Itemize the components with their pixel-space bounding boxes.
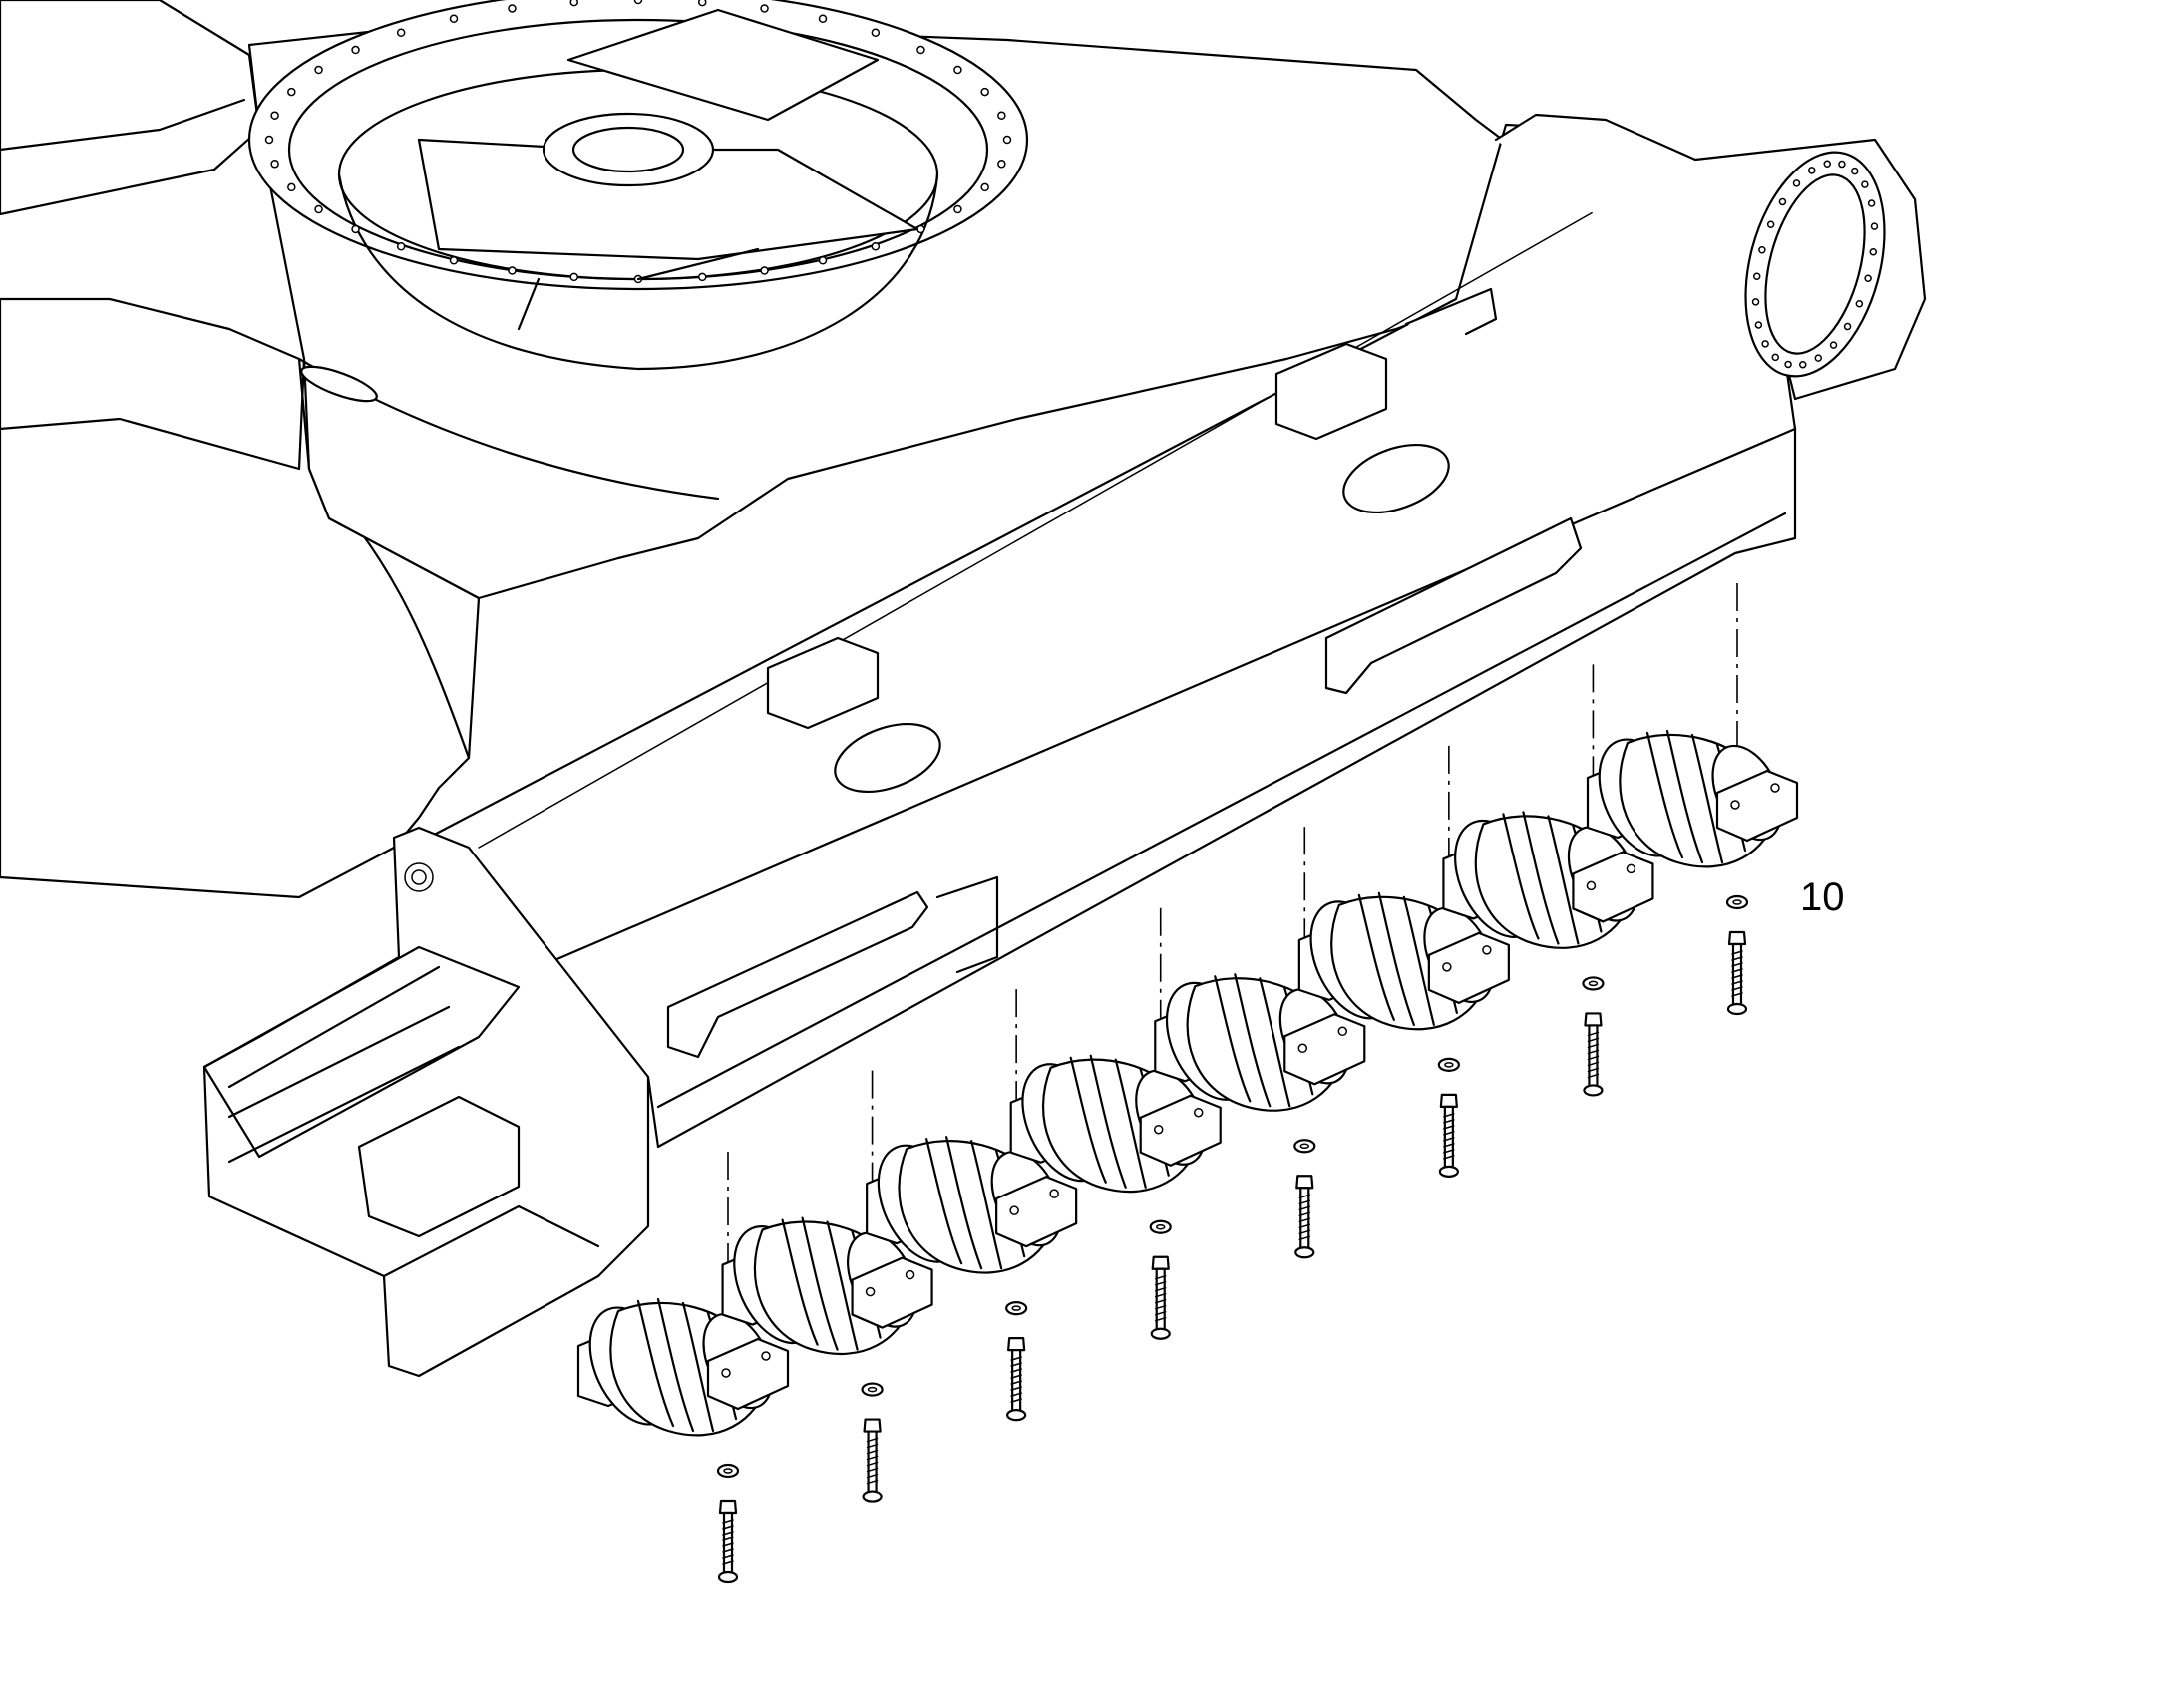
upper-frame xyxy=(0,0,1558,899)
bolt xyxy=(1294,1175,1315,1259)
bolt-hole xyxy=(287,87,296,97)
bolt-hole xyxy=(396,28,406,38)
bolt-hole xyxy=(1864,274,1872,282)
bolt-hole xyxy=(1870,222,1879,230)
bolt-hole xyxy=(1807,167,1816,174)
bolt-hole xyxy=(449,14,459,24)
bolt xyxy=(717,1499,739,1584)
bolt-hole xyxy=(508,4,517,13)
callout-label-10: 10 xyxy=(1800,875,1845,919)
bolt-hole xyxy=(287,182,296,192)
bolt-hole xyxy=(1867,199,1876,207)
bolt-hole xyxy=(351,224,360,234)
bolt-hole xyxy=(1752,272,1761,280)
bolt-hole xyxy=(1784,360,1792,369)
bolt xyxy=(862,1418,883,1503)
bolt-hole xyxy=(997,111,1006,120)
bolt-hole xyxy=(760,266,769,275)
track-roller xyxy=(1442,664,1654,1097)
bolt-hole xyxy=(396,241,406,251)
bolt-hole xyxy=(1766,220,1775,228)
bolt-hole xyxy=(1869,248,1878,256)
bolt-hole xyxy=(569,272,579,282)
bolt xyxy=(1583,1012,1604,1097)
bolt-hole xyxy=(633,0,643,5)
bolt-hole xyxy=(980,87,989,97)
bolt-hole xyxy=(508,266,517,275)
bolt-hole xyxy=(569,0,578,7)
track-roller xyxy=(1009,907,1222,1340)
bolt-hole xyxy=(270,111,279,120)
bolt-hole xyxy=(1754,321,1763,329)
bolt-hole xyxy=(698,0,707,7)
track-frame xyxy=(202,113,1927,1378)
bolt-hole xyxy=(1855,300,1864,308)
bolt-hole xyxy=(1861,180,1869,188)
bolt-hole xyxy=(1838,160,1846,169)
bolt-hole xyxy=(314,204,323,214)
bolt-hole xyxy=(1823,160,1831,169)
bolt-hole xyxy=(980,182,989,192)
bolt-hole xyxy=(1761,340,1769,348)
bolt-hole xyxy=(264,135,274,145)
bolt-hole xyxy=(314,65,323,75)
drive-bolt-holes xyxy=(1751,160,1879,369)
bolt xyxy=(1438,1093,1459,1178)
bolt-hole xyxy=(270,160,279,169)
bolt-hole xyxy=(1829,341,1838,349)
bolt-hole xyxy=(1751,298,1760,306)
track-roller xyxy=(1154,827,1366,1259)
bolt-hole xyxy=(1799,360,1807,369)
track-roller xyxy=(866,989,1078,1422)
bolt xyxy=(1726,930,1748,1016)
bolt-hole xyxy=(953,65,962,75)
bolt-hole xyxy=(1792,179,1801,187)
ring-bolt-holes xyxy=(264,0,1012,284)
bolt-hole xyxy=(760,4,769,13)
bolt-hole xyxy=(818,255,828,265)
bolt-hole xyxy=(1002,135,1012,145)
bolt-hole xyxy=(871,241,881,251)
track-roller xyxy=(1586,583,1799,1016)
bolt-hole xyxy=(1851,167,1859,175)
bolt xyxy=(1006,1337,1027,1422)
track-rollers xyxy=(576,583,1799,1584)
bolt-hole xyxy=(1843,322,1852,331)
bolt xyxy=(1150,1255,1171,1340)
bolt-hole xyxy=(997,160,1006,169)
track-roller xyxy=(721,1070,933,1503)
track-roller xyxy=(576,1152,790,1584)
bolt-hole xyxy=(1771,353,1779,362)
bolt-hole xyxy=(449,255,459,265)
bolt-hole xyxy=(1778,197,1787,206)
bolt-hole xyxy=(351,45,360,55)
track-roller xyxy=(1297,745,1510,1178)
bolt-hole xyxy=(871,28,881,38)
bolt-hole xyxy=(818,14,828,24)
bolt-hole xyxy=(697,272,707,282)
bolt-hole xyxy=(953,204,962,214)
bolt-hole xyxy=(916,45,925,55)
bolt-hole xyxy=(1814,354,1823,362)
bolt-hole xyxy=(1758,246,1766,254)
